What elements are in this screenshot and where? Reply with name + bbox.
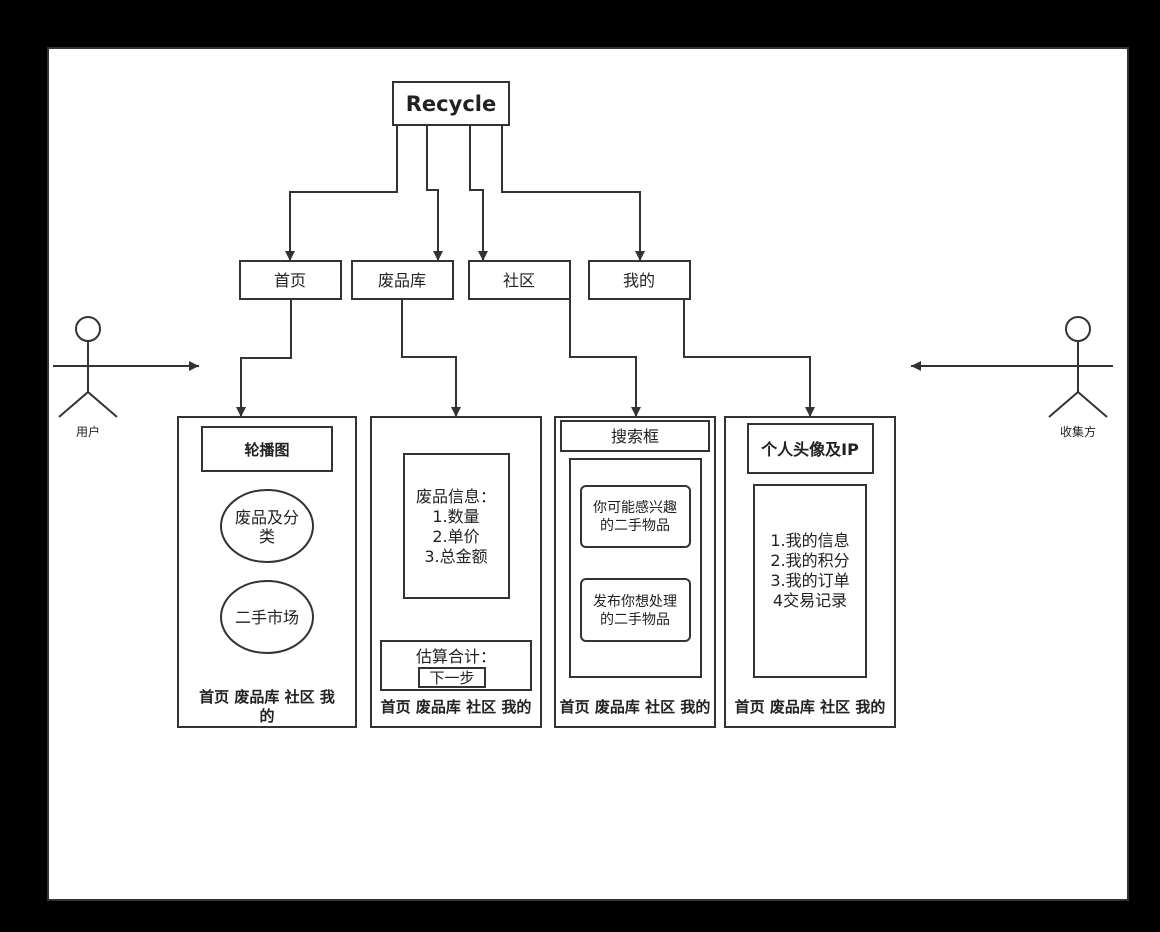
- nav-label-community: 社区: [503, 271, 535, 290]
- nav-node-home: 首页: [239, 260, 342, 300]
- bottom-nav-mine: 首页 废品库 社区 我的: [735, 698, 886, 716]
- connector-mine-panel: [683, 299, 815, 417]
- connector-root-community: [469, 125, 488, 261]
- bottom-nav-home-line1: 首页 废品库 社区 我: [199, 688, 335, 706]
- market-circle: [220, 580, 314, 654]
- bottom-nav-home-line2: 的: [259, 707, 274, 725]
- nav-label-waste: 废品库: [378, 271, 426, 290]
- connector-root-waste: [426, 125, 443, 261]
- bottom-nav-waste: 首页 废品库 社区 我的: [381, 698, 532, 716]
- menu-item-orders: 3.我的订单: [770, 571, 849, 590]
- actor-collector-head: [1065, 316, 1091, 342]
- banner-label: 轮播图: [244, 441, 289, 459]
- root-node: Recycle: [392, 81, 510, 126]
- search-box: [560, 420, 710, 452]
- bottom-nav-community: 首页 废品库 社区 我的: [560, 698, 711, 716]
- panel-home: 轮播图 废品及分 类 二手市场 首页 废品库 社区 我 的: [177, 416, 357, 728]
- nav-node-community: 社区: [468, 260, 571, 300]
- menu-item-transactions: 4交易记录: [773, 591, 847, 610]
- avatar-box: [747, 423, 874, 474]
- actor-collector-label: 收集方: [1060, 424, 1096, 439]
- interest-card-line2: 的二手物品: [600, 518, 670, 534]
- category-circle: [220, 489, 314, 563]
- menu-item-info: 1.我的信息: [770, 531, 849, 550]
- actor-user-head: [75, 316, 101, 342]
- waste-info-price: 2.单价: [432, 527, 479, 546]
- publish-card-line1: 发布你想处理: [593, 594, 677, 610]
- connector-community-panel: [569, 299, 641, 417]
- panel-community: 搜索框 你可能感兴趣 的二手物品 发布你想处理 的二手物品 首页 废品库 社区 …: [554, 416, 716, 728]
- panel-mine: 个人头像及IP 1.我的信息 2.我的积分 3.我的订单 4交易记录 首页 废品…: [724, 416, 896, 728]
- estimate-label: 估算合计：: [416, 647, 496, 666]
- root-label: Recycle: [406, 92, 496, 116]
- connector-root-home: [285, 125, 398, 261]
- menu-item-points: 2.我的积分: [770, 551, 849, 570]
- panel-waste: 废品信息： 1.数量 2.单价 3.总金额 估算合计： 下一步 首页 废品库 社…: [370, 416, 542, 728]
- actor-user: 用户: [53, 316, 123, 439]
- publish-card: [580, 578, 691, 642]
- interest-card-line1: 你可能感兴趣: [593, 499, 677, 516]
- category-circle-line1: 废品及分: [235, 508, 299, 527]
- waste-info-title: 废品信息：: [416, 487, 496, 506]
- publish-card-line2: 的二手物品: [600, 612, 670, 628]
- waste-info-quantity: 1.数量: [432, 507, 479, 526]
- next-button: [418, 667, 486, 688]
- nav-label-mine: 我的: [623, 271, 655, 290]
- connector-home-panel: [236, 299, 292, 417]
- actor-user-label: 用户: [76, 424, 100, 439]
- nav-node-waste: 废品库: [351, 260, 454, 300]
- category-circle-line2: 类: [259, 527, 275, 546]
- banner-box: [201, 426, 333, 472]
- search-box-label: 搜索框: [611, 427, 659, 446]
- actor-collector: 收集方: [1043, 316, 1113, 439]
- market-circle-label: 二手市场: [235, 608, 299, 627]
- waste-info-total: 3.总金额: [424, 547, 487, 566]
- avatar-label: 个人头像及IP: [760, 440, 859, 459]
- nav-node-mine: 我的: [588, 260, 691, 300]
- connector-waste-panel: [401, 299, 461, 417]
- nav-label-home: 首页: [274, 271, 306, 290]
- interest-card: [580, 485, 691, 548]
- mine-menu-box: [753, 484, 867, 678]
- connector-root-mine: [501, 125, 645, 261]
- waste-info-box: [403, 453, 510, 599]
- next-button-label: 下一步: [429, 669, 474, 687]
